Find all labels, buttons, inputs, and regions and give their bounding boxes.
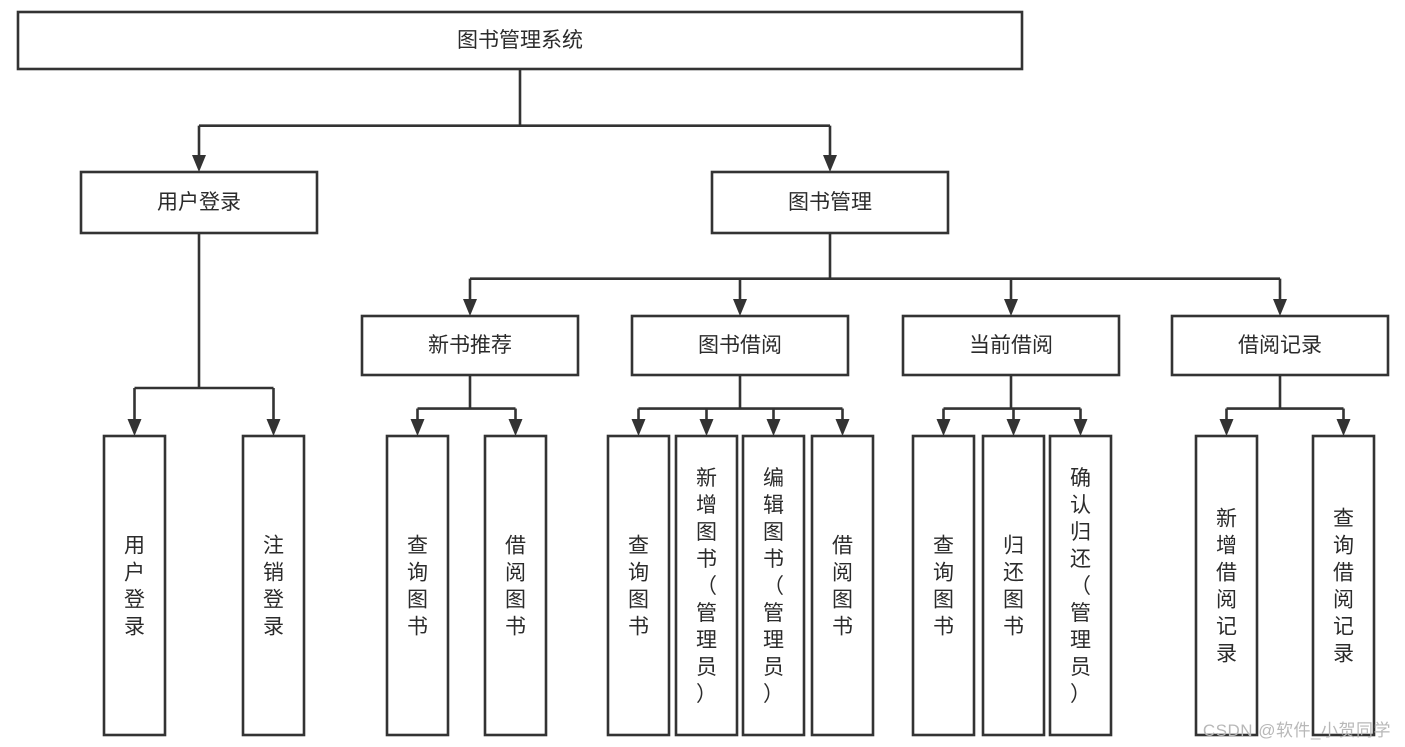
node-leaf-query-book-3[interactable]: 查询图书 (911, 434, 976, 737)
node-leaf-query-record[interactable]: 查询借阅记录 (1311, 434, 1376, 737)
node-box (674, 434, 739, 737)
node-leaf-edit-book[interactable]: 编辑图书（管理员） (741, 434, 806, 737)
node-label: 用户登录 (157, 191, 241, 214)
node-box (606, 434, 671, 737)
node-leaf-borrow-book-1[interactable]: 借阅图书 (483, 434, 548, 737)
node-label: 注销登录 (263, 535, 284, 639)
node-label: 新增借阅记录 (1216, 508, 1237, 666)
arrow-head-icon (1006, 419, 1021, 436)
arrow-head-icon (410, 419, 425, 436)
node-box (1194, 434, 1259, 737)
node-leaf-add-record[interactable]: 新增借阅记录 (1194, 434, 1259, 737)
node-borrow-record[interactable]: 借阅记录 (1170, 314, 1390, 377)
node-label: 图书管理系统 (457, 29, 583, 52)
node-label: 借阅记录 (1238, 334, 1322, 357)
node-layer: 图书管理系统用户登录图书管理新书推荐图书借阅当前借阅借阅记录用户登录注销登录查询… (16, 10, 1390, 737)
node-label: 图书管理 (788, 191, 872, 214)
node-box (360, 314, 580, 377)
node-box (241, 434, 306, 737)
edge-group-root (192, 69, 837, 172)
node-box (901, 314, 1121, 377)
node-label: 图书借阅 (698, 334, 782, 357)
node-user-login[interactable]: 用户登录 (79, 170, 319, 235)
arrow-head-icon (1219, 419, 1234, 436)
node-box (911, 434, 976, 737)
node-leaf-query-book-1[interactable]: 查询图书 (385, 434, 450, 737)
node-leaf-confirm-return[interactable]: 确认归还（管理员） (1048, 434, 1113, 737)
edge-group-borrow-record (1219, 375, 1351, 436)
edge-group-current-borrow (936, 375, 1088, 436)
node-book-manage[interactable]: 图书管理 (710, 170, 950, 235)
node-label: 编辑图书（管理员） (763, 467, 784, 706)
node-label: 查询图书 (628, 535, 649, 639)
node-label: 当前借阅 (969, 334, 1053, 357)
node-box (79, 170, 319, 235)
node-label: 新增图书（管理员） (696, 467, 717, 706)
connector-layer (127, 69, 1351, 436)
node-box (1170, 314, 1390, 377)
node-box (981, 434, 1046, 737)
node-box (741, 434, 806, 737)
node-box (630, 314, 850, 377)
node-label: 确认归还（管理员） (1070, 467, 1091, 706)
node-label: 查询图书 (933, 535, 954, 639)
arrow-head-icon (192, 155, 206, 172)
node-current-borrow[interactable]: 当前借阅 (901, 314, 1121, 377)
arrow-head-icon (266, 419, 281, 436)
node-box (1311, 434, 1376, 737)
edge-group-new-book-rec (410, 375, 523, 436)
arrow-head-icon (699, 419, 714, 436)
arrow-head-icon (936, 419, 951, 436)
node-box (1048, 434, 1113, 737)
node-leaf-logout[interactable]: 注销登录 (241, 434, 306, 737)
arrow-head-icon (1004, 299, 1018, 316)
node-box (810, 434, 875, 737)
node-box (102, 434, 167, 737)
node-leaf-add-book[interactable]: 新增图书（管理员） (674, 434, 739, 737)
node-box (710, 170, 950, 235)
edge-group-book-borrow (631, 375, 850, 436)
node-leaf-borrow-book-2[interactable]: 借阅图书 (810, 434, 875, 737)
node-leaf-query-book-2[interactable]: 查询图书 (606, 434, 671, 737)
arrow-head-icon (823, 155, 837, 172)
node-label: 查询借阅记录 (1333, 508, 1354, 666)
arrow-head-icon (127, 419, 142, 436)
arrow-head-icon (835, 419, 850, 436)
node-label: 查询图书 (407, 535, 428, 639)
arrow-head-icon (631, 419, 646, 436)
node-label: 新书推荐 (428, 334, 512, 357)
node-leaf-return-book[interactable]: 归还图书 (981, 434, 1046, 737)
arrow-head-icon (766, 419, 781, 436)
node-label: 用户登录 (124, 535, 145, 639)
node-box (16, 10, 1024, 71)
node-label: 借阅图书 (505, 535, 526, 639)
arrow-head-icon (463, 299, 477, 316)
arrow-head-icon (1273, 299, 1287, 316)
arrow-head-icon (1336, 419, 1351, 436)
node-box (483, 434, 548, 737)
edge-group-book-manage (463, 233, 1287, 316)
arrow-head-icon (733, 299, 747, 316)
edge-group-user-login (127, 233, 281, 436)
node-root[interactable]: 图书管理系统 (16, 10, 1024, 71)
node-box (385, 434, 450, 737)
node-leaf-user-login[interactable]: 用户登录 (102, 434, 167, 737)
arrow-head-icon (1073, 419, 1088, 436)
node-book-borrow[interactable]: 图书借阅 (630, 314, 850, 377)
node-label: 归还图书 (1003, 535, 1024, 639)
node-new-book-rec[interactable]: 新书推荐 (360, 314, 580, 377)
arrow-head-icon (508, 419, 523, 436)
node-label: 借阅图书 (832, 535, 853, 639)
